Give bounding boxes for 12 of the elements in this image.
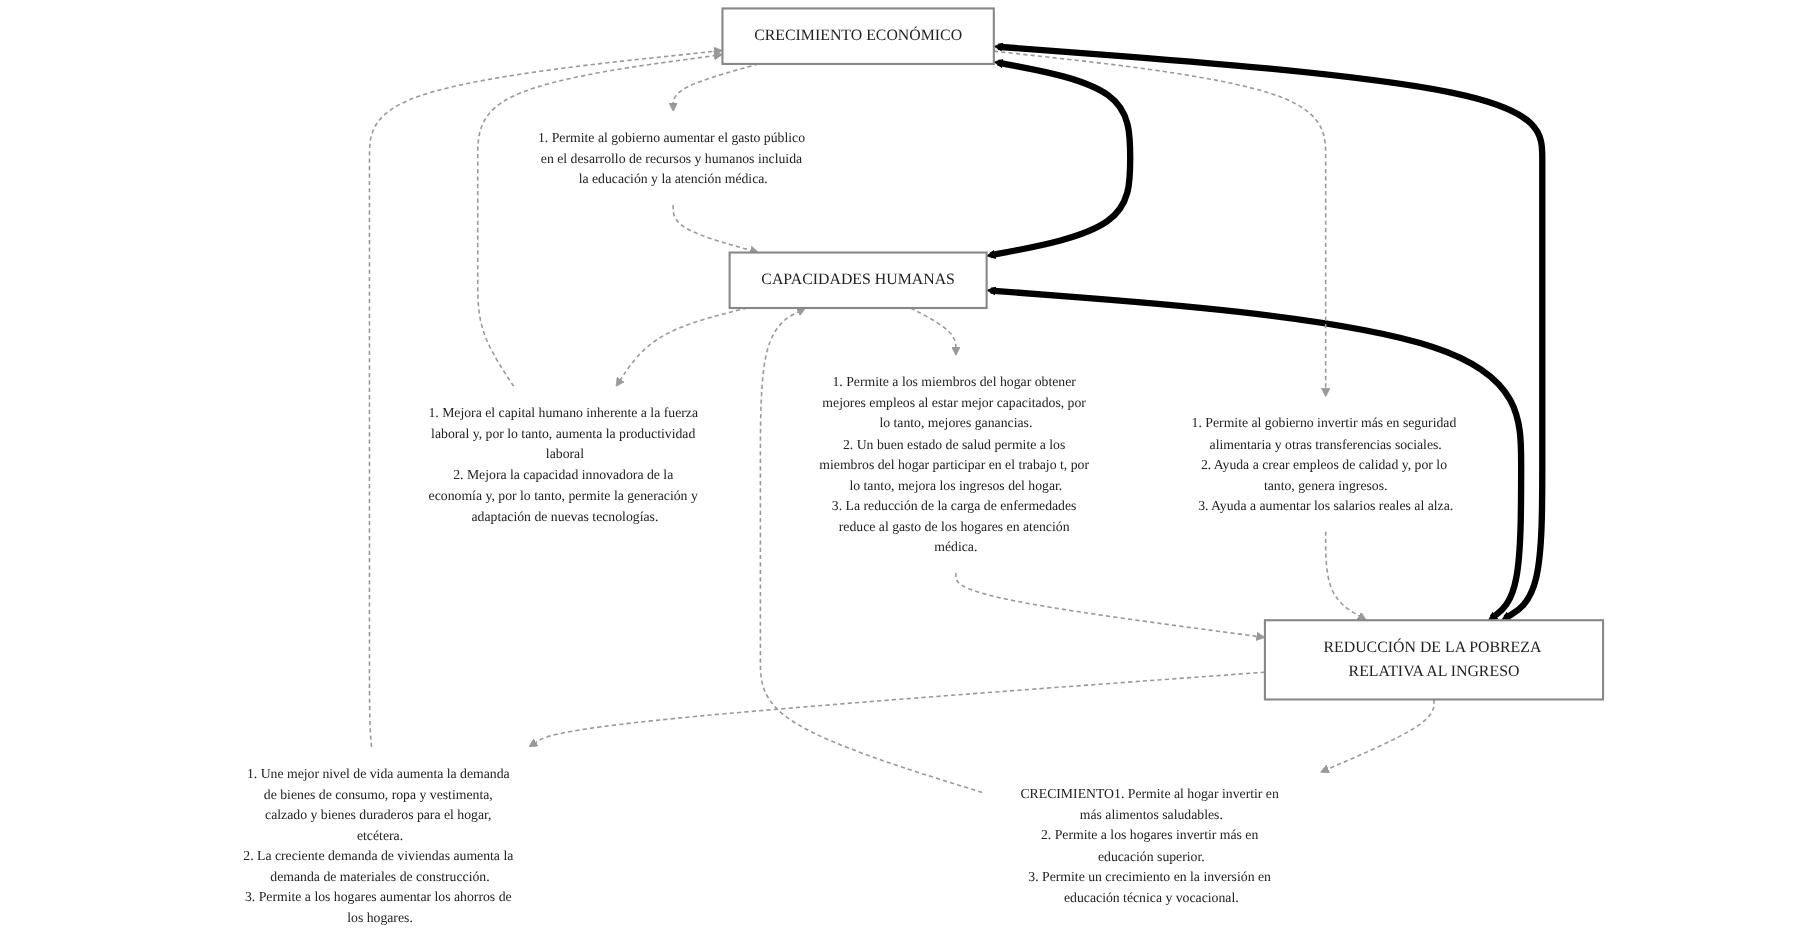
arrow [672, 204, 759, 255]
arrow [1319, 698, 1435, 774]
arrow [986, 286, 1525, 621]
arrow [368, 46, 723, 748]
arrow [993, 42, 1546, 621]
arrow [955, 571, 1266, 641]
arrow [986, 58, 1134, 259]
arrow [1324, 530, 1367, 621]
arrow [993, 50, 1331, 398]
arrow [528, 671, 1266, 748]
arrow [476, 51, 723, 388]
arrow [759, 307, 984, 794]
